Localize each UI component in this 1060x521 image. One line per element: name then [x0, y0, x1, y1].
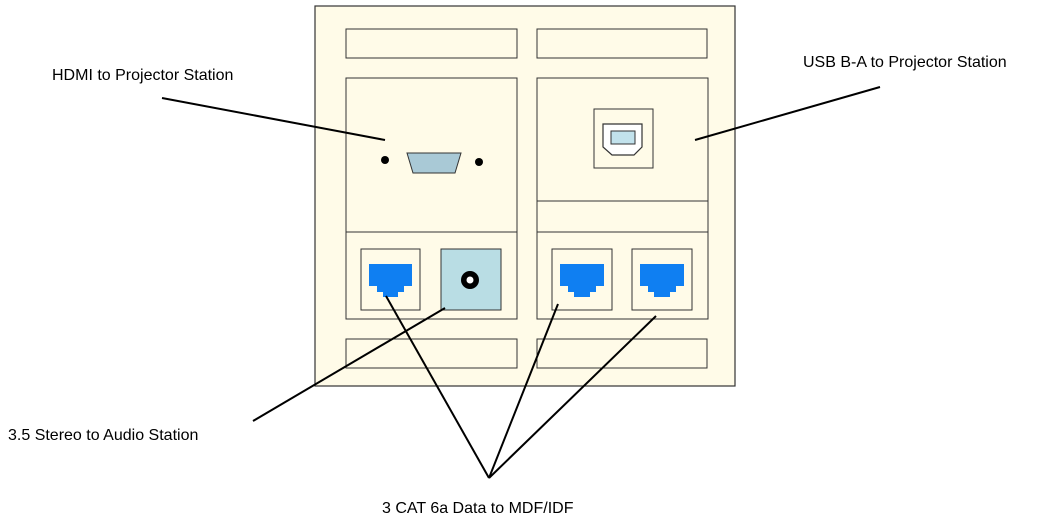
blank-spacer-right: [536, 200, 709, 233]
rj45-jack-2-icon: [560, 264, 604, 297]
hdmi-screw-right: [475, 158, 483, 166]
data-leader-line-3: [488, 315, 657, 479]
data-leader-line-2: [488, 303, 559, 479]
audio-label: 3.5 Stereo to Audio Station: [8, 427, 198, 444]
audio-leader-line: [252, 307, 446, 422]
blank-strip-top-right: [536, 28, 708, 59]
blank-strip-bottom-left: [345, 338, 518, 369]
hdmi-screw-left: [381, 156, 389, 164]
data-leader-line-1: [385, 295, 490, 479]
data-label: 3 CAT 6a Data to MDF/IDF: [382, 500, 574, 517]
usb-label: USB B-A to Projector Station: [803, 54, 1007, 71]
hdmi-label: HDMI to Projector Station: [52, 67, 233, 84]
rj45-jack-1-icon: [369, 264, 412, 297]
usb-b-port-insert: [610, 130, 636, 145]
audio-jack-center: [466, 276, 474, 284]
usb-leader-line: [694, 86, 881, 141]
blank-strip-bottom-right: [536, 338, 708, 369]
hdmi-leader-line: [161, 97, 386, 141]
hdmi-port-icon: [406, 152, 462, 174]
rj45-jack-3-icon: [640, 264, 684, 297]
blank-strip-top-left: [345, 28, 518, 59]
